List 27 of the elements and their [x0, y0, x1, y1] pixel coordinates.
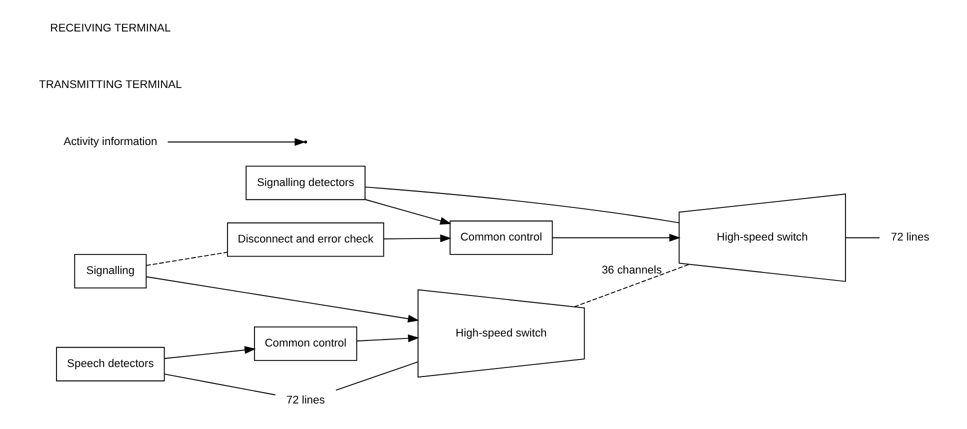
arrow	[166, 138, 306, 146]
label: TRANSMITTING TERMINAL	[38, 79, 182, 92]
node-box: Signalling detectors	[245, 166, 366, 200]
edge-label: 36 channels	[601, 264, 662, 277]
node-box: Common control	[449, 220, 552, 255]
label: RECEIVING TERMINAL	[50, 22, 170, 35]
connector	[844, 237, 880, 238]
node-box: Speech detectors	[56, 346, 164, 382]
node-box: High-speed switch	[417, 289, 584, 378]
arrow	[551, 234, 680, 242]
node-text: Activity information	[63, 136, 157, 148]
connector	[145, 252, 228, 266]
connector	[334, 362, 418, 391]
node-box: Common control	[254, 326, 357, 361]
arrow	[382, 234, 451, 242]
connector	[163, 374, 276, 396]
node-text: 72 lines	[286, 394, 324, 406]
connector	[573, 264, 690, 308]
node-text: 72 lines	[890, 232, 929, 244]
arrow	[163, 346, 256, 359]
arrow	[356, 334, 419, 342]
arrow	[364, 199, 451, 225]
node-box: Disconnect and error check	[226, 222, 384, 257]
node-box: High-speed switch	[678, 194, 846, 282]
node-box: Signalling	[74, 254, 146, 288]
arrow	[145, 276, 419, 323]
connector	[364, 186, 680, 224]
